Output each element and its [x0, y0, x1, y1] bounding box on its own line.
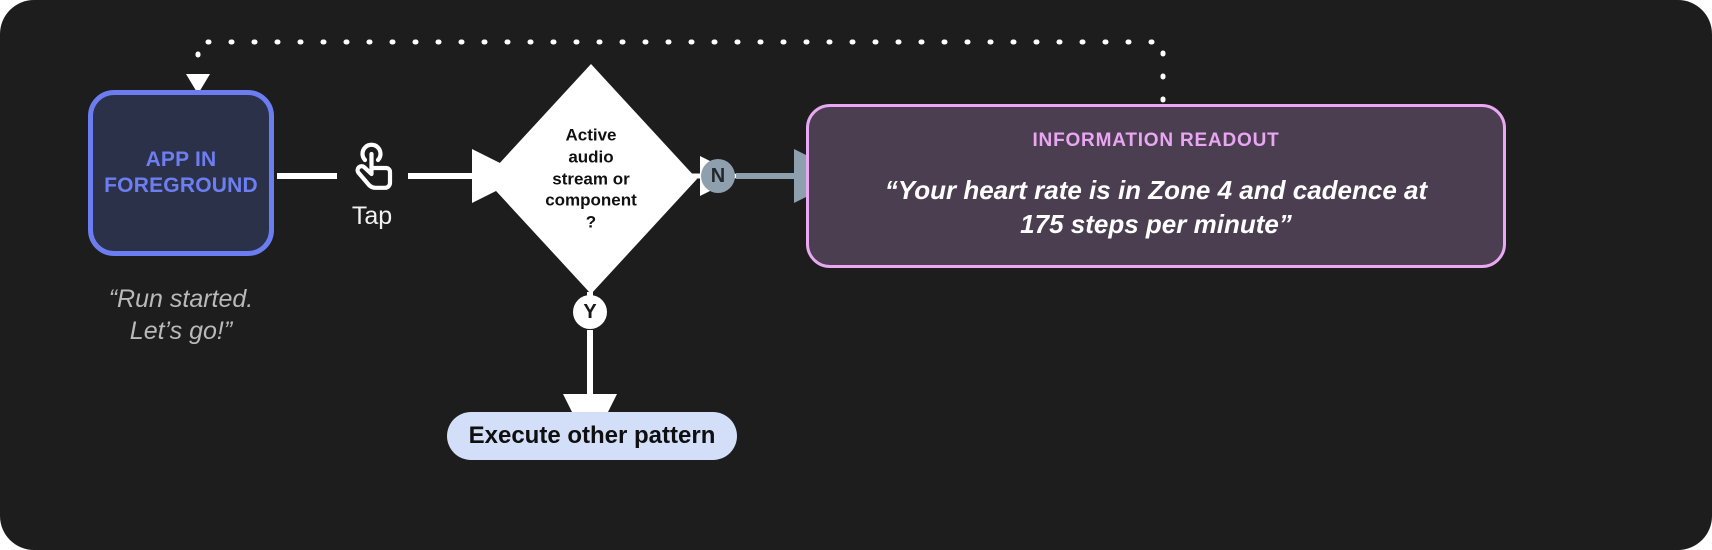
decision-line3: stream or [552, 169, 630, 189]
decision-line2: audio [568, 147, 614, 167]
decision-line5: ? [585, 212, 597, 232]
app-node-label: APP IN FOREGROUND [104, 147, 258, 200]
readout-body: “Your heart rate is in Zone 4 and cadenc… [885, 174, 1427, 242]
gesture-tap: Tap [330, 140, 414, 250]
tap-label: Tap [351, 202, 393, 230]
app-node-caption: “Run started. Let’s go!” [60, 284, 302, 347]
branch-badge-no: N [701, 159, 735, 193]
decision-line1: Active [565, 125, 617, 145]
decision-line4: component [545, 190, 637, 210]
app-caption-line2: Let’s go!” [129, 316, 233, 345]
tap-gesture-icon [355, 142, 393, 190]
app-node-label-line2: FOREGROUND [104, 174, 258, 197]
app-caption-line1: “Run started. [108, 285, 254, 313]
node-decision-audio-stream[interactable]: Active audio stream or component ? [485, 64, 697, 294]
node-execute-other-pattern[interactable]: Execute other pattern [447, 412, 737, 460]
decision-label: Active audio stream or component ? [516, 125, 666, 234]
branch-badge-yes: Y [573, 295, 607, 329]
readout-body-line1: “Your heart rate is in Zone 4 and cadenc… [884, 175, 1428, 206]
app-node-label-line1: APP IN [145, 147, 217, 171]
node-information-readout[interactable]: INFORMATION READOUT “Your heart rate is … [806, 104, 1506, 268]
connector-return-arrowhead [186, 74, 210, 94]
node-app-in-foreground[interactable]: APP IN FOREGROUND [88, 90, 274, 256]
readout-title: INFORMATION READOUT [1032, 130, 1280, 152]
readout-body-line2: 175 steps per minute” [1020, 209, 1292, 239]
